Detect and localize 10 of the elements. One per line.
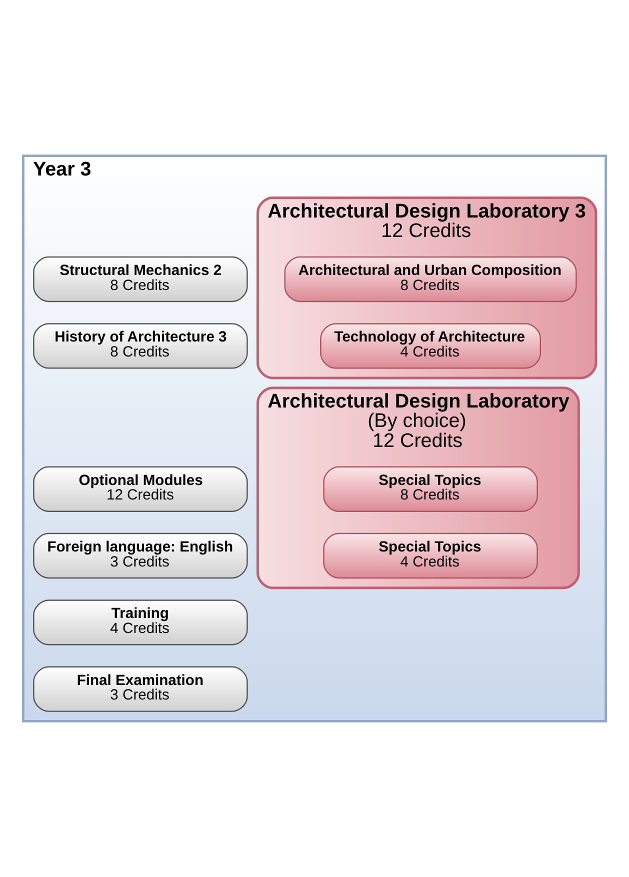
node-box: Special Topics 8 Credits xyxy=(323,466,538,512)
node-box: Foreign language: English 3 Credits xyxy=(33,532,248,579)
node-box: Training 4 Credits xyxy=(33,600,248,646)
node-box: Architectural and Urban Composition 8 Credits xyxy=(284,256,577,302)
node-box: Technology of Architecture 4 Credits xyxy=(320,323,542,369)
node-box: Optional Modules 12 Credits xyxy=(33,466,248,512)
node-box: Final Examination 3 Credits xyxy=(33,666,248,712)
node-box: Special Topics 4 Credits xyxy=(323,532,538,579)
node-box: History of Architecture 3 8 Credits xyxy=(33,323,248,369)
node-box: Structural Mechanics 2 8 Credits xyxy=(33,256,248,302)
